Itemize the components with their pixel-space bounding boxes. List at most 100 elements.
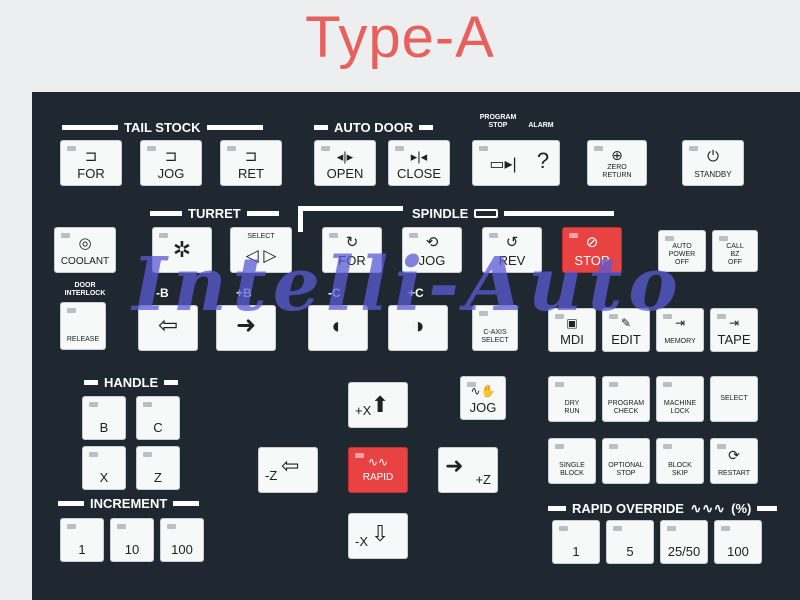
- select-button[interactable]: SELECT: [710, 376, 758, 422]
- header-rapid-override: RAPID OVERRIDE∿∿∿(%): [548, 500, 778, 517]
- auto-door-open-button[interactable]: ◂|▸ OPEN: [314, 140, 376, 186]
- tape-icon: ⇥: [728, 316, 740, 330]
- rapid-button[interactable]: ∿∿ RAPID: [348, 447, 408, 493]
- turret-select-button[interactable]: SELECT ◁ ▷: [230, 227, 292, 273]
- coolant-button[interactable]: ◎ COOLANT: [54, 227, 116, 273]
- door-open-icon: ◂|▸: [336, 149, 354, 164]
- increment-10-button[interactable]: 10: [110, 518, 154, 562]
- minus-c-label: -C: [328, 286, 341, 300]
- tailstock-icon: ⊐: [84, 148, 98, 165]
- plus-x-button[interactable]: ⬆ +X: [348, 382, 408, 428]
- stop-icon: ⊘: [585, 234, 599, 251]
- rotate-cw-icon: ↻: [345, 234, 359, 251]
- rapid-override-1-button[interactable]: 1: [552, 520, 600, 564]
- jog-button[interactable]: ∿✋ JOG: [460, 376, 506, 420]
- select-arrows-icon: ◁ ▷: [245, 246, 277, 265]
- handle-x-button[interactable]: X: [82, 446, 126, 490]
- turret-icon: ✲: [172, 237, 192, 262]
- plus-z-button[interactable]: ➜ +Z: [438, 447, 498, 493]
- minus-b-button[interactable]: ⇦: [138, 305, 198, 351]
- header-auto-door: AUTO DOOR: [314, 120, 434, 135]
- rapid-override-25-50-button[interactable]: 25/50: [660, 520, 708, 564]
- increment-1-button[interactable]: 1: [60, 518, 104, 562]
- coolant-icon: ◎: [78, 235, 92, 252]
- mdi-icon: ▣: [566, 316, 578, 330]
- plus-c-label: +C: [408, 286, 424, 300]
- arrow-right-icon: ➜: [235, 312, 257, 339]
- handle-b-button[interactable]: B: [82, 396, 126, 440]
- spindle-icon: [474, 209, 499, 218]
- standby-button[interactable]: ⏻ STANDBY: [682, 140, 744, 186]
- arrow-left-icon: ⇦: [281, 453, 300, 478]
- plus-b-label: +B: [236, 286, 252, 300]
- zero-return-icon: ⊕: [611, 147, 623, 163]
- spindle-jog-button[interactable]: ⟲ JOG: [402, 227, 462, 273]
- tailstock-icon: ⊐: [164, 148, 178, 165]
- minus-x-button[interactable]: ⇩ -X: [348, 513, 408, 559]
- minus-c-button[interactable]: ◐: [308, 305, 368, 351]
- arrow-left-icon: ⇦: [157, 312, 179, 339]
- door-close-icon: ▸|◂: [410, 149, 428, 164]
- edit-icon: ✎: [620, 316, 632, 330]
- rapid-wave-icon: ∿∿: [367, 455, 389, 469]
- auto-door-close-button[interactable]: ▸|◂ CLOSE: [388, 140, 450, 186]
- page-title: Type-A: [305, 5, 495, 70]
- mdi-button[interactable]: ▣ MDI: [548, 308, 596, 352]
- alarm-label: ALARM: [528, 122, 554, 129]
- rapid-override-5-button[interactable]: 5: [606, 520, 654, 564]
- header-tail-stock: TAIL STOCK: [62, 120, 263, 135]
- program-stop-icon: ▭▸|: [489, 156, 517, 173]
- plus-c-button[interactable]: ◑: [388, 305, 448, 351]
- program-stop-alarm-button[interactable]: ▭▸| ?: [472, 140, 560, 186]
- spindle-rev-button[interactable]: ↺ REV: [482, 227, 542, 273]
- restart-icon: ⟳: [728, 447, 740, 463]
- rapid-override-100-button[interactable]: 100: [714, 520, 762, 564]
- tail-stock-ret-button[interactable]: ⊐ RET: [220, 140, 282, 186]
- power-icon: ⏻: [707, 148, 719, 165]
- plus-b-button[interactable]: ➜: [216, 305, 276, 351]
- arrow-right-icon: ➜: [445, 453, 464, 478]
- c-axis-ccw-icon: ◐: [331, 313, 345, 338]
- edit-button[interactable]: ✎ EDIT: [602, 308, 650, 352]
- turret-index-button[interactable]: ✲: [152, 227, 212, 273]
- tail-stock-for-button[interactable]: ⊐ FOR: [60, 140, 122, 186]
- alarm-icon: ?: [536, 148, 550, 173]
- spindle-stop-button[interactable]: ⊘ STOP: [562, 227, 622, 273]
- handle-z-button[interactable]: Z: [136, 446, 180, 490]
- header-turret: TURRET: [150, 206, 279, 221]
- increment-100-button[interactable]: 100: [160, 518, 204, 562]
- arrow-down-icon: ⇩: [371, 521, 390, 546]
- minus-z-button[interactable]: ⇦ -Z: [258, 447, 318, 493]
- restart-button[interactable]: ⟳ RESTART: [710, 438, 758, 484]
- release-button[interactable]: RELEASE: [60, 302, 106, 350]
- header-spindle: SPINDLE: [412, 206, 615, 221]
- memory-button[interactable]: ⇥ MEMORY: [656, 308, 704, 352]
- c-axis-cw-icon: ◑: [411, 313, 425, 338]
- tail-stock-jog-button[interactable]: ⊐ JOG: [140, 140, 202, 186]
- handle-c-button[interactable]: C: [136, 396, 180, 440]
- tape-button[interactable]: ⇥ TAPE: [710, 308, 758, 352]
- header-handle: HANDLE: [84, 375, 179, 390]
- wave-icon: ∿∿∿: [689, 500, 726, 516]
- spindle-for-button[interactable]: ↻ FOR: [322, 227, 382, 273]
